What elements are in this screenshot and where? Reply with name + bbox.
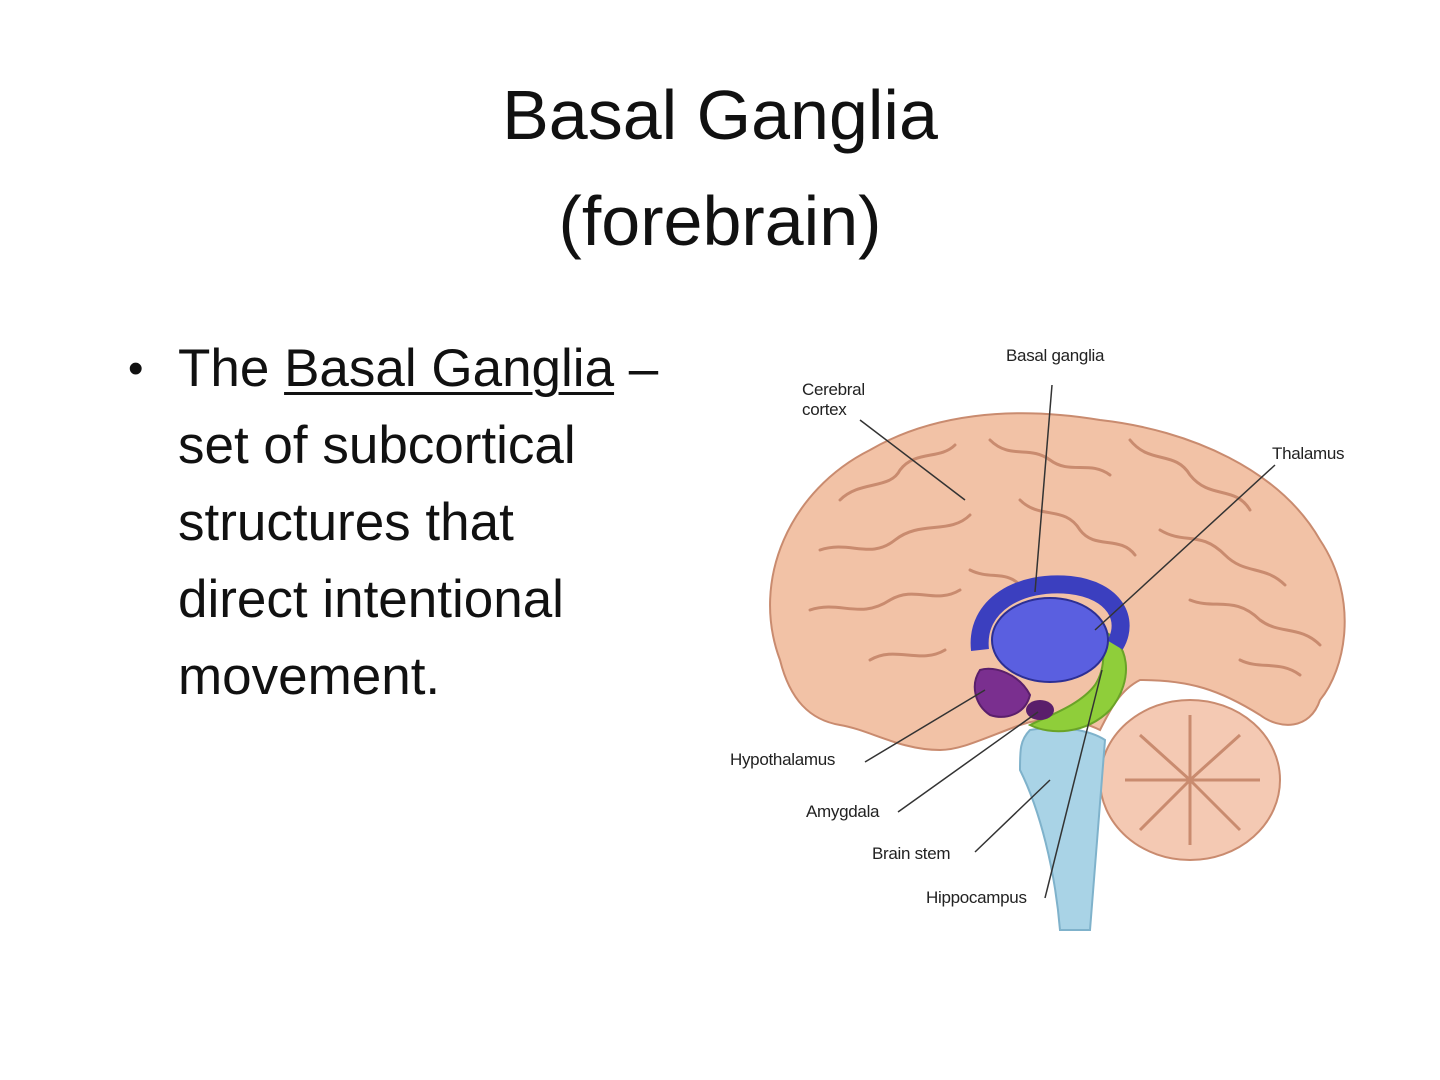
label-basal-ganglia: Basal ganglia bbox=[1006, 346, 1105, 365]
label-thalamus: Thalamus bbox=[1272, 444, 1345, 463]
bullet-item: • The Basal Ganglia – set of subcortical… bbox=[120, 330, 720, 715]
title-line-2: (forebrain) bbox=[558, 182, 882, 260]
label-hypothalamus: Hypothalamus bbox=[730, 750, 836, 769]
bullet-line-2: set of subcortical bbox=[178, 416, 576, 475]
brain-illustration bbox=[769, 384, 1346, 931]
label-hippocampus: Hippocampus bbox=[926, 888, 1027, 907]
bullet-list: • The Basal Ganglia – set of subcortical… bbox=[120, 330, 720, 715]
label-cerebral-cortex-line1: Cerebral bbox=[802, 380, 865, 399]
bullet-marker: • bbox=[128, 344, 144, 393]
bullet-line-5: movement. bbox=[178, 647, 441, 706]
cerebellum-folia bbox=[1125, 715, 1260, 845]
title-line-1: Basal Ganglia bbox=[502, 76, 938, 154]
thalamus bbox=[991, 597, 1109, 683]
slide-title: Basal Ganglia (forebrain) bbox=[0, 62, 1440, 274]
bullet-line-3: structures that bbox=[178, 493, 514, 552]
bullet-lead: The bbox=[178, 339, 285, 398]
label-leaders bbox=[859, 384, 1276, 899]
label-cerebral-cortex-line2: cortex bbox=[802, 400, 847, 419]
bullet-term: Basal Ganglia bbox=[284, 339, 615, 398]
brain-figure: Basal ganglia Cerebral cortex Thalamus H… bbox=[720, 330, 1400, 950]
bullet-dash: – bbox=[614, 339, 659, 398]
label-brain-stem: Brain stem bbox=[872, 844, 951, 863]
hippocampus bbox=[1027, 628, 1127, 733]
basal-ganglia bbox=[970, 575, 1130, 651]
cortex-gyri bbox=[808, 438, 1322, 677]
label-amygdala: Amygdala bbox=[806, 802, 880, 821]
bullet-line-4: direct intentional bbox=[178, 570, 564, 629]
